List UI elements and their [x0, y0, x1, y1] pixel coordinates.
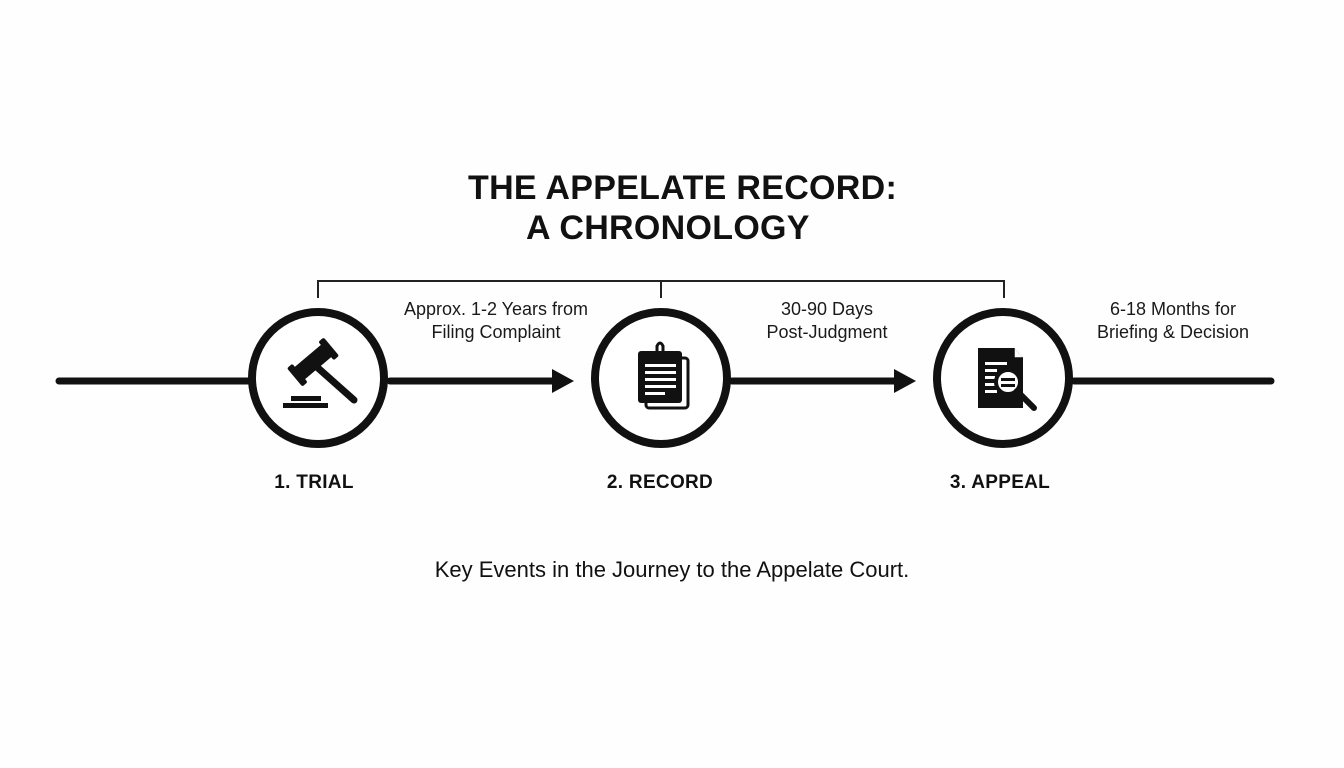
duration-note-trial: Approx. 1-2 Years from Filing Complaint: [386, 298, 606, 344]
gavel-icon: [283, 338, 358, 408]
step-label-appeal: 3. APPEAL: [949, 472, 1051, 493]
duration-note-record: 30-90 Days Post-Judgment: [737, 298, 917, 344]
step-label-record: 2. RECORD: [606, 472, 714, 493]
step-label-trial: 1. TRIAL: [274, 472, 354, 493]
diagram-title: THE APPELATE RECORD: A CHRONOLOGY: [420, 168, 940, 248]
duration-note-record-line-1: 30-90 Days: [780, 299, 874, 319]
title-line-2: A CHRONOLOGY: [526, 209, 810, 247]
timeline-bracket: [317, 280, 1005, 298]
duration-note-appeal-line-1: 6-18 Months for: [1109, 299, 1237, 319]
arrowhead-1: [552, 369, 574, 393]
diagram-caption: Key Events in the Journey to the Appelat…: [434, 557, 910, 582]
arrowhead-2: [894, 369, 916, 393]
duration-note-appeal-line-2: Briefing & Decision: [1096, 322, 1250, 342]
document-magnifier-icon: [978, 348, 1037, 411]
title-line-1: THE APPELATE RECORD:: [468, 169, 898, 207]
step-circle-trial: [248, 308, 388, 448]
duration-note-trial-line-1: Approx. 1-2 Years from: [403, 299, 589, 319]
documents-icon: [638, 341, 690, 410]
duration-note-appeal: 6-18 Months for Briefing & Decision: [1076, 298, 1270, 344]
duration-note-record-line-2: Post-Judgment: [766, 322, 888, 342]
duration-note-trial-line-2: Filing Complaint: [431, 322, 561, 342]
